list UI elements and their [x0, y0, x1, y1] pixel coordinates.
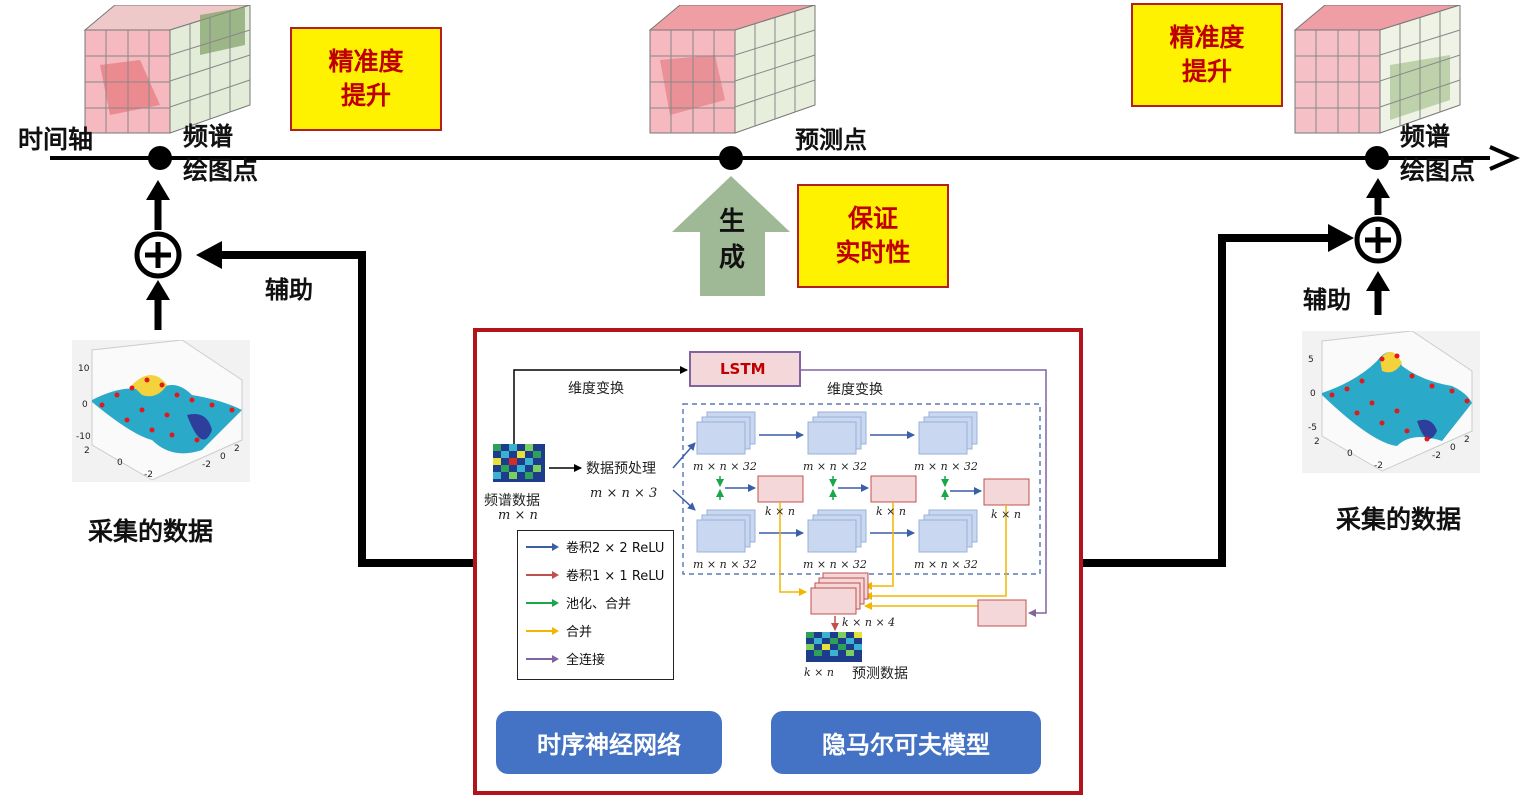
preprocess-dim-label: m × n × 3 — [590, 486, 658, 501]
pool-dim-label: k × n — [876, 505, 906, 518]
right-plot-y-tick: -2 — [1432, 451, 1441, 461]
left-plot-z-tick: 10 — [78, 364, 90, 374]
timeline-axis — [50, 145, 1520, 171]
right-plot-z-tick: -5 — [1308, 423, 1317, 433]
right-surface-plot: 5 0 -5 2 0 -2 -2 0 2 — [1302, 330, 1480, 473]
timeline-point-predict — [719, 146, 743, 170]
left-surface-plot: 10 0 -10 2 0 -2 -2 0 2 — [72, 339, 250, 482]
left-plot-y-tick: -2 — [202, 460, 211, 470]
lstm-label: LSTM — [720, 360, 766, 378]
conv-dim-label: m × n × 32 — [693, 558, 757, 571]
output-dim-label: k × n — [804, 666, 834, 679]
legend-item: 全连接 — [526, 649, 605, 668]
right-assist-path — [1083, 224, 1354, 567]
right-plot-x-tick: -2 — [1374, 461, 1383, 471]
legend-item: 池化、合并 — [526, 593, 631, 612]
right-plot-point-label: 频谱 绘图点 — [1400, 122, 1476, 185]
right-plot-x-tick: 2 — [1314, 437, 1320, 447]
legend-item: 卷积2 × 2 ReLU — [526, 537, 664, 556]
legend-label: 全连接 — [566, 653, 606, 668]
legend-label: 合并 — [566, 625, 593, 640]
right-data-caption: 采集的数据 — [1336, 505, 1462, 534]
left-plot-z-tick: -10 — [76, 432, 91, 442]
model-legend: 卷积2 × 2 ReLU 卷积1 × 1 ReLU 池化、合并 合并 全连接 — [517, 530, 674, 680]
timeline-point-left — [148, 146, 172, 170]
preprocess-label: 数据预处理 — [586, 461, 656, 477]
hidden-markov-model-button[interactable]: 隐马尔可夫模型 — [771, 711, 1041, 774]
lstm-box — [689, 351, 801, 387]
input-label: 频谱数据 — [484, 493, 540, 509]
cube-left — [83, 5, 251, 134]
timeline-point-right — [1365, 146, 1389, 170]
left-assist-label: 辅助 — [265, 276, 313, 304]
cube-middle — [648, 5, 816, 134]
left-plot-point-label: 频谱 绘图点 — [183, 122, 259, 185]
right-assist-label: 辅助 — [1303, 286, 1351, 314]
legend-label: 池化、合并 — [566, 597, 632, 612]
accuracy-box-right-text: 精准度 提升 — [1169, 23, 1245, 86]
generate-label: 生 成 — [719, 207, 746, 273]
accuracy-box-right: 精准度 提升 — [1131, 3, 1283, 107]
time-series-network-button[interactable]: 时序神经网络 — [496, 711, 722, 774]
pool-dim-label: k × n — [991, 508, 1021, 521]
predict-point-label: 预测点 — [795, 126, 867, 154]
left-plot-x-tick: 0 — [117, 458, 123, 468]
right-up-arrow-bottom — [1366, 271, 1390, 315]
realtime-box: 保证 实时性 — [797, 184, 949, 288]
right-plot-y-tick: 0 — [1450, 443, 1456, 453]
right-plot-z-tick: 5 — [1308, 355, 1314, 365]
output-label: 预测数据 — [852, 666, 908, 682]
legend-item: 卷积1 × 1 ReLU — [526, 565, 664, 584]
accuracy-box-left: 精准度 提升 — [290, 27, 442, 131]
legend-label: 卷积1 × 1 ReLU — [566, 569, 665, 584]
left-plot-y-tick: 2 — [234, 444, 240, 454]
pool-dim-label: k × n — [765, 505, 795, 518]
conv-dim-label: m × n × 32 — [693, 460, 757, 473]
left-data-caption: 采集的数据 — [88, 517, 214, 546]
legend-item: 合并 — [526, 621, 592, 640]
right-plot-x-tick: 0 — [1347, 449, 1353, 459]
output-grid — [806, 632, 862, 662]
left-plot-y-tick: 0 — [220, 452, 226, 462]
model-network-drawing — [493, 351, 1047, 662]
conv-dim-label: m × n × 32 — [803, 460, 867, 473]
conv-dim-label: m × n × 32 — [914, 460, 978, 473]
dim-change-label-1: 维度变换 — [568, 381, 624, 397]
right-plot-z-tick: 0 — [1310, 389, 1316, 399]
cube-right — [1293, 5, 1461, 134]
right-up-arrow-top — [1366, 178, 1390, 215]
legend-label: 卷积2 × 2 ReLU — [566, 541, 665, 556]
merge-dim-label: k × n × 4 — [842, 616, 896, 629]
timeline-axis-label: 时间轴 — [18, 125, 94, 154]
conv-dim-label: m × n × 32 — [803, 558, 867, 571]
realtime-box-text: 保证 实时性 — [835, 204, 911, 267]
left-up-arrow-top — [146, 180, 170, 230]
right-plot-y-tick: 2 — [1464, 435, 1470, 445]
left-assist-path — [196, 241, 473, 567]
input-dim-label: m × n — [498, 508, 538, 523]
left-plot-x-tick: 2 — [84, 446, 90, 456]
conv-dim-label: m × n × 32 — [914, 558, 978, 571]
input-grid — [493, 444, 545, 482]
accuracy-box-left-text: 精准度 提升 — [328, 47, 404, 110]
left-plot-x-tick: -2 — [144, 470, 153, 480]
dim-change-label-2: 维度变换 — [827, 382, 883, 398]
left-plot-z-tick: 0 — [82, 400, 88, 410]
generate-arrow — [672, 176, 790, 296]
left-up-arrow-bottom — [146, 280, 170, 330]
